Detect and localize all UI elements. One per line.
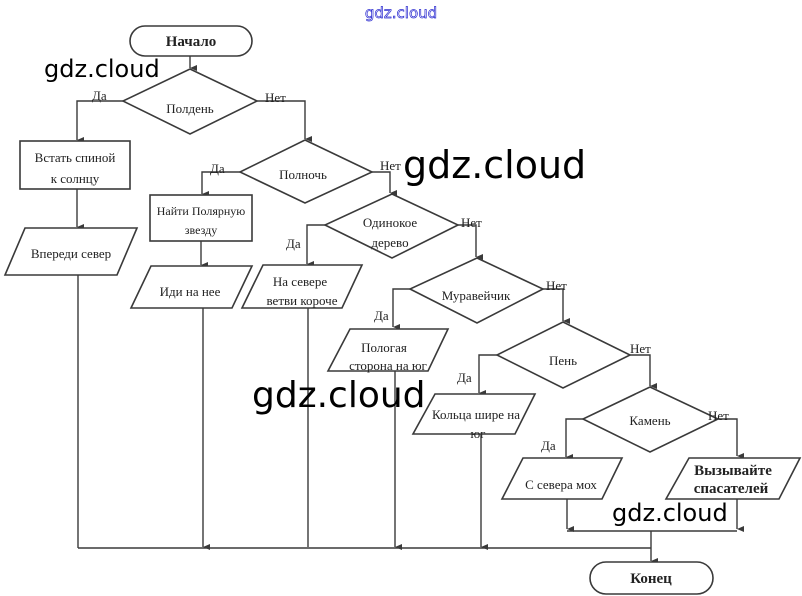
- yes-label: Да: [92, 88, 107, 103]
- decision-noon: Полдень: [121, 68, 259, 135]
- decision-anthill: Муравейчик: [408, 257, 545, 324]
- yes-label: Да: [286, 236, 301, 251]
- svg-text:Одинокое: Одинокое: [363, 215, 418, 230]
- connector: [306, 224, 325, 267]
- connector: [565, 418, 583, 460]
- no-label: Нет: [461, 215, 482, 230]
- yes-label: Да: [374, 308, 389, 323]
- svg-text:к солнцу: к солнцу: [51, 171, 100, 186]
- yes-label: Да: [541, 438, 556, 453]
- watermark: gdz.cloud: [44, 55, 160, 83]
- connector: [201, 171, 240, 197]
- decision-stump: Пень: [495, 321, 632, 389]
- no-label: Нет: [546, 278, 567, 293]
- connector: [257, 100, 312, 142]
- watermark: gdz.cloud: [403, 143, 586, 187]
- svg-text:Пологая: Пологая: [361, 340, 407, 355]
- output-rings-wider-south: Кольца шире на юг: [411, 393, 537, 441]
- watermark-top: gdz.cloud: [365, 4, 437, 22]
- svg-text:Встать спиной: Встать спиной: [35, 150, 116, 165]
- svg-text:Кольца шире на: Кольца шире на: [432, 407, 520, 422]
- yes-label: Да: [210, 161, 225, 176]
- output-north-branches-shorter: На севере ветви короче: [240, 264, 364, 309]
- connector: [543, 288, 570, 324]
- svg-text:юг: юг: [470, 426, 485, 441]
- svg-text:Иди на нее: Иди на нее: [160, 284, 221, 299]
- decision-midnight-label: Полночь: [279, 167, 327, 182]
- end-label: Конец: [630, 571, 672, 587]
- svg-text:Камень: Камень: [629, 413, 670, 428]
- connector: [76, 100, 123, 143]
- svg-text:Муравейчик: Муравейчик: [442, 288, 511, 303]
- watermark: gdz.cloud: [252, 375, 426, 416]
- svg-text:дерево: дерево: [371, 235, 408, 250]
- decision-stone: Камень: [581, 386, 720, 453]
- no-label: Нет: [630, 341, 651, 356]
- decision-midnight: Полночь: [238, 139, 374, 204]
- start-terminal: Начало: [129, 25, 253, 57]
- start-label: Начало: [166, 34, 217, 50]
- process-turn-back-to-sun: Встать спиной к солнцу: [19, 140, 131, 190]
- svg-text:Найти Полярную: Найти Полярную: [157, 204, 246, 218]
- svg-text:С севера мох: С севера мох: [525, 477, 597, 492]
- connector: [392, 288, 410, 330]
- watermark: gdz.cloud: [612, 499, 728, 527]
- svg-text:ветви короче: ветви короче: [267, 293, 338, 308]
- connector: [372, 171, 397, 196]
- svg-text:звезду: звезду: [185, 223, 217, 237]
- output-go-to-it: Иди на нее: [129, 265, 254, 309]
- connector: [718, 418, 744, 459]
- svg-text:Пень: Пень: [549, 353, 577, 368]
- output-call-rescuers: Вызывайте спасателей: [664, 457, 802, 500]
- output-north-ahead: Впереди север: [3, 227, 139, 276]
- connector: [478, 354, 497, 396]
- output-gentle-slope-south: Пологая сторона на юг: [326, 328, 450, 373]
- no-label: Нет: [708, 408, 729, 423]
- svg-text:Вызывайте: Вызывайте: [694, 463, 772, 479]
- no-label: Нет: [380, 158, 401, 173]
- output-moss-on-north: С севера мох: [500, 457, 624, 500]
- yes-label: Да: [457, 370, 472, 385]
- svg-text:На севере: На севере: [273, 274, 327, 289]
- connector: [630, 354, 657, 389]
- svg-text:сторона на юг: сторона на юг: [349, 358, 427, 373]
- connector: [458, 224, 483, 260]
- process-find-polaris: Найти Полярную звезду: [149, 194, 253, 242]
- svg-text:Впереди север: Впереди север: [31, 246, 111, 261]
- svg-text:спасателей: спасателей: [694, 481, 769, 497]
- decision-noon-label: Полдень: [166, 101, 214, 116]
- end-terminal: Конец: [589, 561, 714, 595]
- no-label: Нет: [265, 90, 286, 105]
- decision-lone-tree: Одинокое дерево: [323, 193, 460, 259]
